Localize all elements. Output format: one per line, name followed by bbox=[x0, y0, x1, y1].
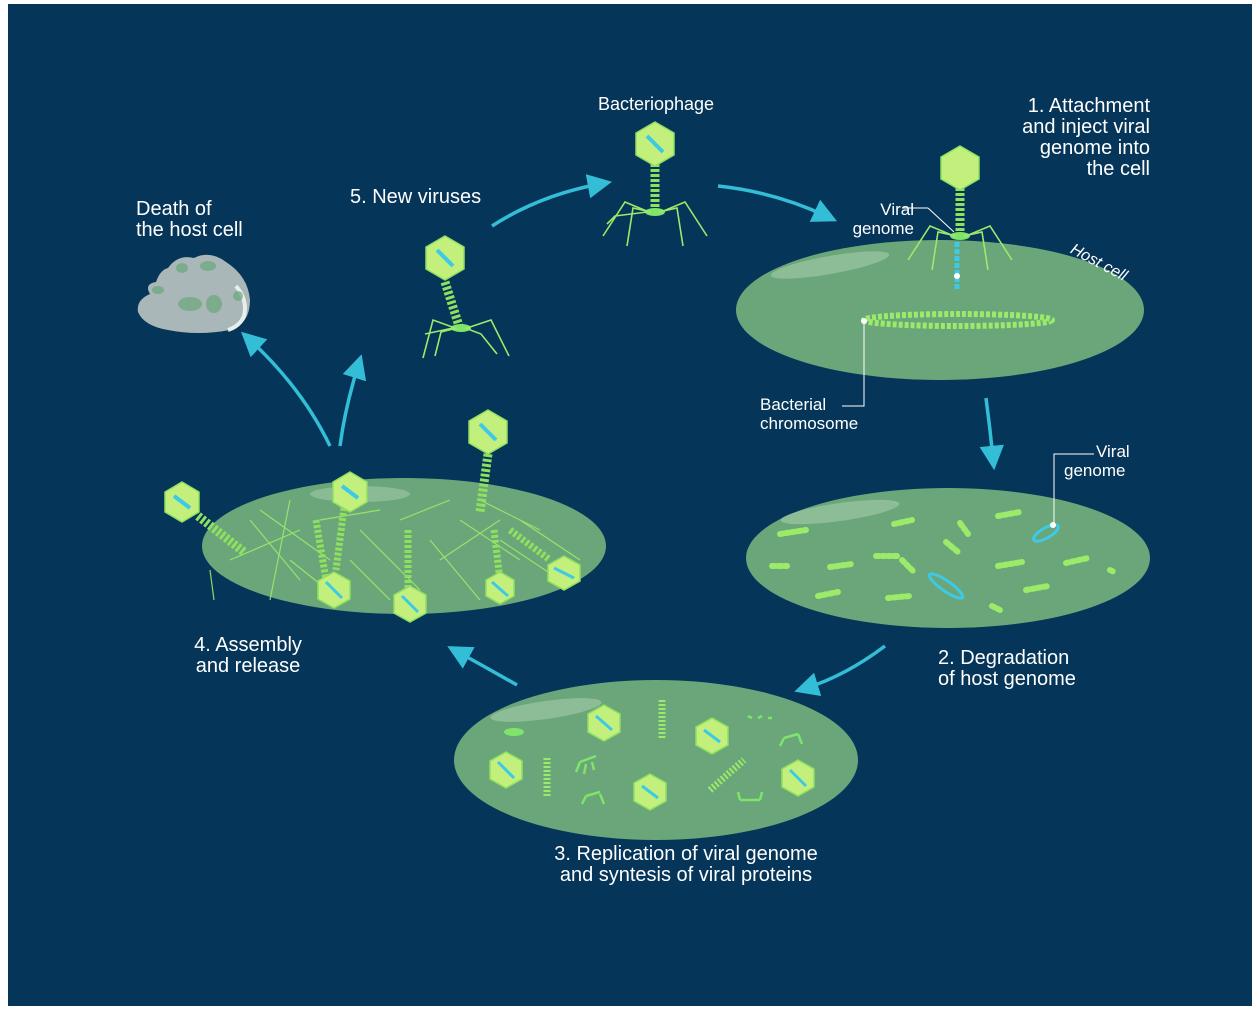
label-death-line-2: the host cell bbox=[136, 220, 243, 240]
chromosome-leader-line bbox=[838, 322, 868, 412]
label-step-1-line-3: genome into bbox=[960, 138, 1150, 158]
arrow-assembly-to-death bbox=[250, 340, 330, 446]
arrow-attachment-to-degradation bbox=[986, 398, 993, 458]
arrow-replication-to-assembly bbox=[458, 652, 517, 685]
label-step-2-line-2: of host genome bbox=[938, 669, 1076, 689]
arrow-phage-to-attachment bbox=[718, 186, 826, 216]
arrow-degradation-to-replication bbox=[806, 646, 885, 688]
label-step-3-line-2: and syntesis of viral proteins bbox=[486, 865, 886, 885]
label-step-3-line-1: 3. Replication of viral genome bbox=[486, 844, 886, 864]
label-step-1-line-4: the cell bbox=[960, 159, 1150, 179]
host-cell-replication bbox=[454, 680, 858, 840]
label-bacteriophage: Bacteriophage bbox=[586, 94, 726, 114]
phage-bacteriophage-top bbox=[603, 122, 707, 246]
label-viral-genome-top-2: genome bbox=[820, 220, 914, 238]
label-step-2-line-1: 2. Degradation bbox=[938, 648, 1069, 668]
label-viral-genome-top-1: Viral bbox=[840, 201, 914, 219]
label-step-1-line-1: 1. Attachment bbox=[960, 96, 1150, 116]
label-step-5: 5. New viruses bbox=[350, 187, 481, 207]
host-cell-assembly bbox=[202, 478, 606, 622]
arrow-new-to-phage bbox=[492, 184, 600, 226]
label-viral-genome-right-1: Viral bbox=[1096, 443, 1130, 461]
label-bacterial-chromosome-1: Bacterial bbox=[760, 396, 826, 414]
phage-new-virus bbox=[423, 236, 509, 358]
label-step-1-line-2: and inject viral bbox=[960, 117, 1150, 137]
label-step-4-line-2: and release bbox=[168, 656, 328, 676]
label-death-line-1: Death of bbox=[136, 199, 212, 219]
label-step-4-line-1: 4. Assembly bbox=[168, 635, 328, 655]
dead-host-cell bbox=[138, 255, 250, 333]
viral-genome-leader-line bbox=[1050, 448, 1096, 528]
label-bacterial-chromosome-2: chromosome bbox=[760, 415, 858, 433]
arrow-assembly-to-new bbox=[340, 366, 358, 446]
